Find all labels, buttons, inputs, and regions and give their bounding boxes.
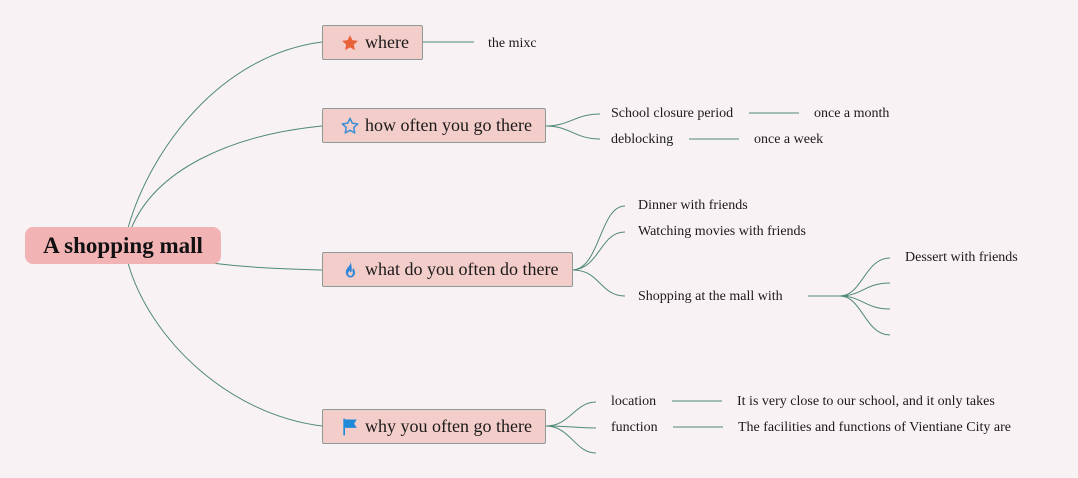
connector-root-where: [127, 41, 323, 229]
connector-how-often-school: [545, 113, 601, 127]
subtopic-deblocking[interactable]: deblocking: [611, 132, 674, 147]
subtopic-location[interactable]: location: [611, 394, 657, 409]
topic-label: why you often go there: [365, 416, 532, 436]
subtopic-dinner[interactable]: Dinner with friends: [638, 198, 748, 213]
connector-root-what-do: [211, 262, 323, 271]
subtopic-dessert[interactable]: Dessert with friends: [905, 250, 1018, 265]
connector-what-shopping: [572, 269, 626, 297]
star-filled-icon: [340, 33, 360, 53]
fire-icon: [340, 260, 360, 280]
connector-shopping-dessert: [839, 257, 891, 297]
connector-root-how-often: [130, 125, 323, 230]
topic-where[interactable]: where: [322, 25, 423, 60]
connector-how-often-deblocking: [545, 125, 601, 140]
topic-label: how often you go there: [365, 115, 532, 135]
topic-label: what do you often do there: [365, 259, 559, 279]
subtopic-function[interactable]: function: [611, 420, 658, 435]
topic-what-do[interactable]: what do you often do there: [322, 252, 573, 287]
connector-root-why: [127, 262, 323, 427]
connector-shopping-sub4: [839, 295, 891, 336]
subtopic-once-a-month[interactable]: once a month: [814, 106, 890, 121]
subtopic-school-closure[interactable]: School closure period: [611, 106, 734, 121]
subtopic-the-mixc[interactable]: the mixc: [488, 36, 537, 51]
connector-why-empty: [545, 425, 597, 454]
flag-icon: [340, 417, 360, 437]
subtopic-shopping[interactable]: Shopping at the mall with: [638, 289, 783, 304]
connector-why-location: [545, 401, 597, 427]
connector-shopping-sub2: [839, 282, 891, 297]
star-outline-icon: [340, 116, 360, 136]
topic-how-often[interactable]: how often you go there: [322, 108, 546, 143]
topic-label: where: [365, 32, 409, 52]
subtopic-movies[interactable]: Watching movies with friends: [638, 224, 807, 239]
connector-what-movies: [572, 231, 626, 271]
subtopic-function-detail[interactable]: The facilities and functions of Vientian…: [738, 420, 1011, 435]
subtopic-location-detail[interactable]: It is very close to our school, and it o…: [737, 394, 995, 409]
connector-what-dinner: [572, 205, 626, 271]
central-topic[interactable]: A shopping mall: [25, 227, 221, 264]
topic-why[interactable]: why you often go there: [322, 409, 546, 444]
subtopic-once-a-week[interactable]: once a week: [754, 132, 824, 147]
